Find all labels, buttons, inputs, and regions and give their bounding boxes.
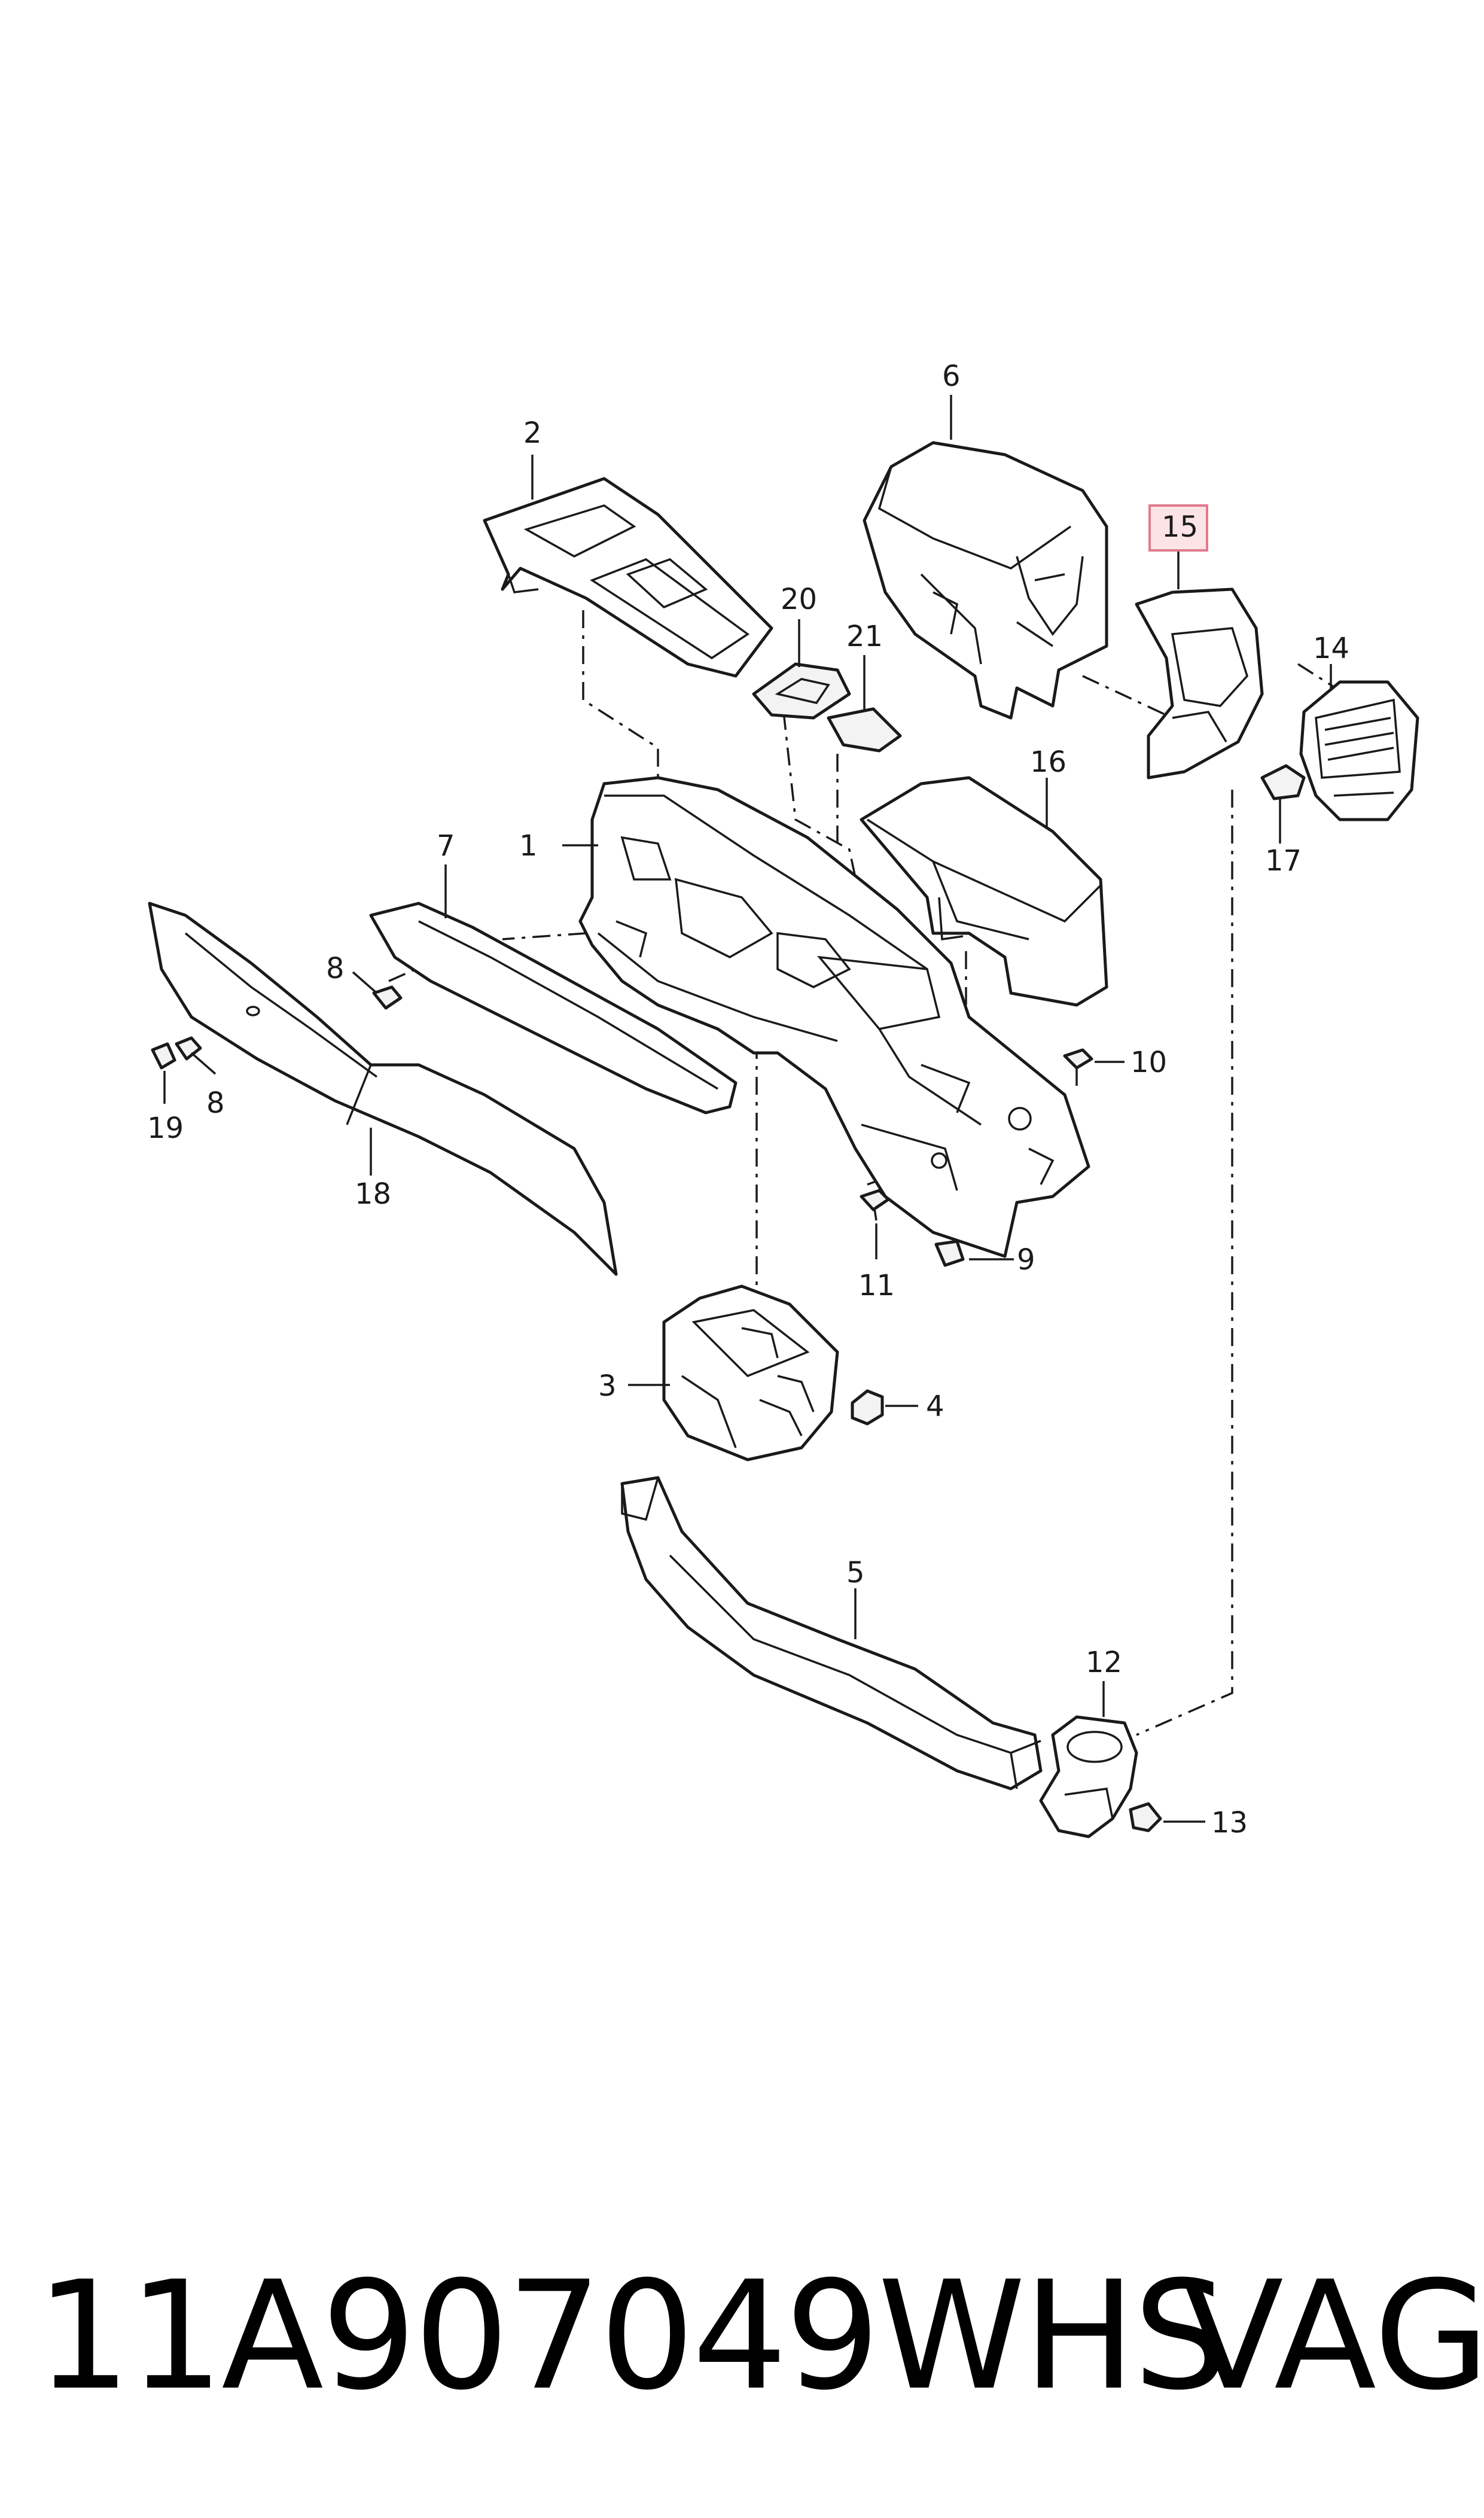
callout-6: 6 xyxy=(942,360,961,393)
part-9-clip xyxy=(934,1240,965,1267)
part-20-mat xyxy=(752,662,851,720)
part-11-screw xyxy=(860,1189,890,1221)
callout-19: 19 xyxy=(147,1112,184,1145)
part-4-nut xyxy=(851,1389,884,1426)
callout-4: 4 xyxy=(926,1390,944,1423)
leader-lines xyxy=(163,395,1332,1823)
callout-11: 11 xyxy=(858,1269,895,1302)
part-6-armrest xyxy=(863,441,1108,720)
part-14-rear-air-vent xyxy=(1299,680,1419,821)
part-17-switch xyxy=(1260,764,1306,800)
callout-21: 21 xyxy=(846,620,883,653)
part-5-air-duct xyxy=(620,1476,1043,1791)
part-18-side-panel xyxy=(148,902,618,1276)
part-number: 11A907049WHS xyxy=(36,2249,1228,2423)
callout-8a: 8 xyxy=(326,952,345,985)
part-8-screw-lower xyxy=(175,1036,202,1061)
callout-17: 17 xyxy=(1265,844,1302,878)
part-1-console-body xyxy=(578,776,1090,1258)
part-3-shifter-housing xyxy=(662,1284,839,1462)
callout-16: 16 xyxy=(1030,745,1066,779)
part-10-screw xyxy=(1063,1048,1093,1086)
callout-8b: 8 xyxy=(206,1086,225,1120)
callout-10: 10 xyxy=(1130,1046,1167,1079)
callout-2: 2 xyxy=(523,416,542,450)
part-16-storage-box xyxy=(860,776,1108,1007)
callout-9: 9 xyxy=(1017,1243,1035,1277)
highlight-box-15 xyxy=(1148,504,1208,552)
callout-14: 14 xyxy=(1313,632,1349,665)
part-19-clip xyxy=(151,1042,176,1070)
callout-15: 15 xyxy=(1162,510,1198,544)
callout-5: 5 xyxy=(846,1556,865,1590)
callout-12: 12 xyxy=(1086,1646,1122,1679)
part-12-duct-outlet xyxy=(1039,1715,1138,1838)
callout-20: 20 xyxy=(781,583,817,616)
fasteners xyxy=(151,985,1093,1267)
callout-3: 3 xyxy=(598,1369,617,1403)
callout-7: 7 xyxy=(437,829,455,863)
callout-13: 13 xyxy=(1211,1806,1248,1840)
part-2-upper-tray xyxy=(483,477,773,678)
callout-18: 18 xyxy=(355,1177,391,1211)
callout-1: 1 xyxy=(519,829,538,863)
part-21-insert xyxy=(827,707,902,753)
brand-label: VAG xyxy=(1181,2249,1484,2423)
part-13-clip xyxy=(1129,1802,1162,1832)
callout-labels: 1 2 3 4 5 6 7 8 8 9 10 11 12 13 14 15 16… xyxy=(147,360,1349,1840)
part-15-rear-panel xyxy=(1135,587,1264,780)
part-7-side-trim xyxy=(369,902,738,1115)
part-8-screw-upper xyxy=(372,985,403,1010)
